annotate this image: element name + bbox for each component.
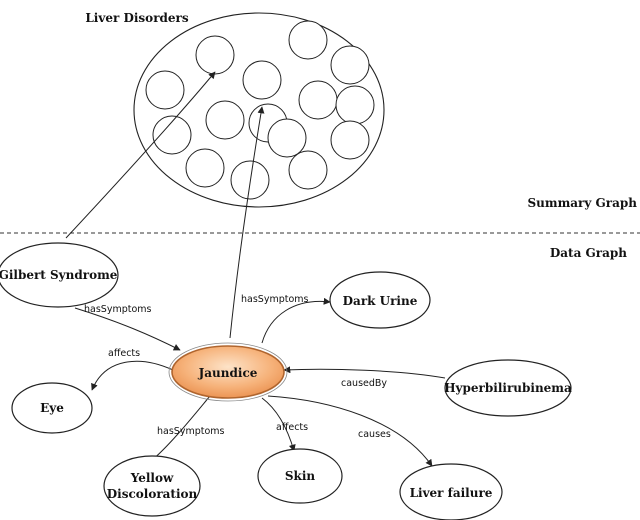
node-eye[interactable]: Eye	[11, 382, 93, 434]
yellow-discoloration-label-line2: Discoloration	[107, 487, 198, 501]
gilbert-syndrome-shape	[0, 242, 119, 308]
edge-jaundice-eye[interactable]	[91, 360, 174, 391]
edge-jaundice-skin[interactable]	[261, 397, 296, 452]
dark-urine-shape	[329, 271, 431, 329]
edge-gilbert-to-cluster[interactable]	[65, 71, 216, 239]
edge-jaundice-to-cluster[interactable]	[229, 106, 265, 339]
node-liver-failure[interactable]: Liver failure	[399, 463, 503, 520]
liver-disorders-label: Liver Disorders	[85, 11, 188, 25]
liver-failure-shape	[399, 463, 503, 520]
liver-disorder-member-7[interactable]	[145, 70, 185, 110]
edge-jaundice-liver-failure[interactable]	[267, 395, 433, 467]
jaundice-outline	[168, 342, 288, 402]
edge-label-jaundice-skin: affects	[276, 422, 308, 433]
liver-disorder-member-14[interactable]	[330, 120, 370, 160]
eye-shape	[11, 382, 93, 434]
node-yellow-discoloration[interactable]: Yellow Discoloration	[103, 455, 201, 517]
node-hyperbilirubinema[interactable]: Hyperbilirubinema	[444, 359, 572, 417]
liver-disorder-member-13[interactable]	[288, 150, 328, 190]
liver-disorder-member-5[interactable]	[205, 100, 245, 140]
yellow-discoloration-shape	[103, 455, 201, 517]
node-jaundice[interactable]: Jaundice	[168, 342, 288, 402]
gilbert-syndrome-label: Gilbert Syndrome	[0, 268, 118, 282]
liver-disorder-member-9[interactable]	[152, 115, 192, 155]
liver-disorder-member-3[interactable]	[288, 20, 328, 60]
edge-label-hyperbilirubinema-jaundice: causedBy	[341, 378, 387, 389]
liver-disorder-member-6[interactable]	[298, 80, 338, 120]
liver-disorder-member-11[interactable]	[185, 148, 225, 188]
liver-disorder-member-15[interactable]	[267, 118, 307, 158]
liver-failure-label: Liver failure	[410, 486, 493, 500]
edges: hasSymptoms hasSymptoms causedBy affects…	[65, 71, 446, 467]
liver-disorders-cluster[interactable]: Liver Disorders	[85, 11, 385, 208]
edge-gilbert-jaundice[interactable]	[74, 307, 181, 351]
hyperbilirubinema-shape	[444, 359, 572, 417]
edge-jaundice-dark-urine[interactable]	[261, 297, 331, 344]
liver-disorder-member-8[interactable]	[335, 85, 375, 125]
hyperbilirubinema-label: Hyperbilirubinema	[444, 381, 572, 395]
jaundice-shape	[171, 345, 285, 399]
edge-label-jaundice-dark-urine: hasSymptoms	[241, 294, 309, 305]
liver-disorder-member-4[interactable]	[330, 45, 370, 85]
yellow-discoloration-label-line1: Yellow	[130, 471, 174, 485]
node-skin[interactable]: Skin	[257, 448, 343, 504]
node-dark-urine[interactable]: Dark Urine	[329, 271, 431, 329]
edge-label-jaundice-eye: affects	[108, 348, 140, 359]
eye-label: Eye	[40, 401, 64, 415]
jaundice-label: Jaundice	[198, 366, 258, 380]
skin-label: Skin	[285, 469, 316, 483]
skin-shape	[257, 448, 343, 504]
dark-urine-label: Dark Urine	[343, 294, 418, 308]
edge-label-jaundice-yellow-discoloration: hasSymptoms	[157, 426, 225, 437]
edge-label-gilbert-jaundice: hasSymptoms	[84, 304, 152, 315]
liver-disorder-member-1[interactable]	[195, 35, 235, 75]
data-graph-label: Data Graph	[550, 246, 627, 260]
summary-graph-label: Summary Graph	[528, 196, 638, 210]
node-gilbert-syndrome[interactable]: Gilbert Syndrome	[0, 242, 119, 308]
liver-disorder-member-2[interactable]	[242, 60, 282, 100]
liver-disorders-members	[145, 20, 375, 200]
edge-hyperbilirubinema-jaundice[interactable]	[283, 366, 446, 379]
edge-label-jaundice-liver-failure: causes	[358, 429, 391, 440]
